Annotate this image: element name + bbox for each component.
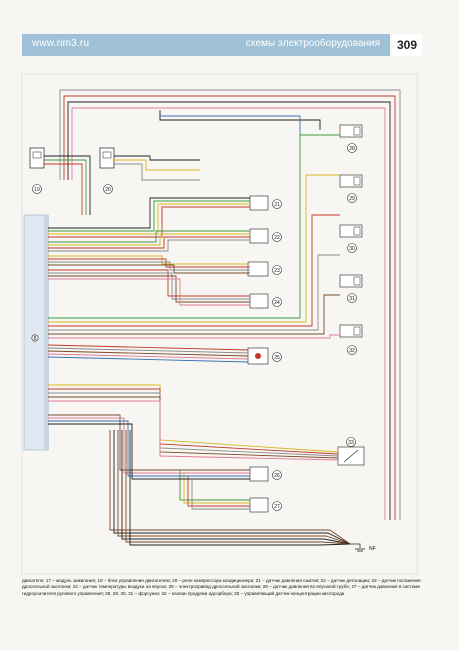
ecu-block: 8 [23, 214, 49, 451]
component-29-label: 29 [349, 196, 355, 202]
harness-wire-24-0 [48, 269, 250, 297]
harness-wire-23-2 [48, 261, 250, 271]
harness-wire-26-3 [48, 423, 250, 480]
component-23: 23 [247, 261, 282, 277]
component-32: 32 [339, 324, 363, 355]
component-19-label: 19 [34, 187, 40, 193]
section-title: схемы электрооборудования [245, 38, 380, 49]
harness-wire-right-1 [48, 174, 340, 323]
harness-wire-22-3 [48, 239, 250, 252]
harness-wire-24-1 [48, 272, 250, 300]
diagram-frame [21, 73, 418, 575]
harness-wire-right-2 [48, 214, 340, 327]
right-connectors: 28 29 30 31 32 [337, 124, 365, 466]
component-31: 31 [339, 274, 363, 303]
harness-wire-25-3 [47, 353, 249, 360]
component-32-label: 32 [349, 348, 355, 354]
page-header-bar: www.rim3.ru схемы электрооборудования [22, 34, 390, 56]
component-26: 26 [249, 466, 282, 482]
harness-wire-ground-1 [113, 430, 351, 545]
wire-harness [47, 134, 351, 546]
ecu-label: 8 [34, 336, 37, 342]
harness-wire-ground-2 [117, 430, 351, 545]
site-url[interactable]: www.rim3.ru [32, 38, 90, 49]
harness-wire-25-2 [47, 350, 249, 357]
harness-wire-21-1 [48, 200, 250, 232]
harness-wire-26-1 [48, 417, 250, 474]
component-22-label: 22 [274, 235, 280, 241]
component-31-label: 31 [349, 296, 355, 302]
middle-connectors: 21 22 23 24 25 26 [247, 195, 282, 513]
component-22: 22 [249, 228, 282, 244]
harness-wire-22-0 [48, 230, 250, 243]
harness-wire-33-0 [48, 384, 339, 453]
harness-wire-right-5 [48, 334, 340, 339]
component-33-label: 33 [348, 440, 354, 446]
harness-wire-24-2 [48, 275, 250, 303]
ground-label: NF [369, 546, 376, 552]
harness-wire-33-4 [48, 400, 339, 461]
harness-wire-27-3 [191, 479, 250, 510]
component-33: 33 [337, 437, 365, 466]
top-bus-wires [59, 89, 401, 520]
component-21: 21 [249, 195, 282, 211]
component-20: 20 [99, 147, 115, 194]
harness-wire-25-0 [47, 344, 249, 351]
harness-wire-33-1 [48, 388, 339, 455]
harness-wire-21-3 [48, 206, 250, 238]
harness-wire-ground-4 [125, 430, 351, 545]
component-24: 24 [249, 293, 282, 309]
component-20-label: 20 [105, 187, 111, 193]
figure-caption: двигателя; 17 – модуль зажигания; 18 – б… [22, 578, 421, 596]
harness-wire-ground-3 [121, 430, 351, 545]
harness-wire-26-0 [48, 414, 250, 471]
harness-wire-22-2 [48, 236, 250, 249]
harness-wire-33-2 [48, 392, 339, 457]
harness-wire-23-3 [48, 264, 250, 274]
component-27-label: 27 [274, 504, 280, 510]
component-30: 30 [339, 224, 363, 253]
component-23-label: 23 [274, 268, 280, 274]
harness-wire-24-3 [48, 278, 250, 306]
harness-wire-right-0 [48, 134, 340, 319]
harness-wire-27-2 [187, 476, 250, 507]
harness-wire-21-2 [48, 203, 250, 235]
harness-wire-ground-5 [129, 430, 351, 546]
component-24-label: 24 [274, 300, 280, 306]
harness-wire-23-1 [48, 258, 250, 268]
component-21-label: 21 [274, 202, 280, 208]
harness-wire-21-0 [48, 197, 250, 229]
page-number: 309 [392, 34, 422, 56]
harness-wire-right-3 [48, 254, 340, 331]
harness-wire-right-4 [48, 294, 340, 335]
component-30-label: 30 [349, 246, 355, 252]
harness-wire-22-1 [48, 233, 250, 246]
harness-wire-25-4 [47, 356, 249, 363]
component-28-label: 28 [349, 146, 355, 152]
harness-wire-25-1 [47, 347, 249, 354]
component-28: 28 [339, 124, 363, 153]
harness-wire-27-0 [179, 470, 250, 501]
component-29: 29 [339, 174, 363, 203]
harness-wire-23-0 [48, 255, 250, 265]
harness-wire-ground-0 [109, 430, 351, 545]
ground-symbol: NF [350, 543, 376, 552]
harness-wire-26-2 [48, 420, 250, 477]
component-26-label: 26 [274, 473, 280, 479]
component-19: 19 [29, 147, 45, 194]
harness-wire-27-1 [183, 473, 250, 504]
component-27: 27 [249, 497, 282, 513]
component-25-label: 25 [274, 355, 280, 361]
wires-19-20 [44, 155, 200, 215]
component-25: 25 [247, 347, 282, 365]
